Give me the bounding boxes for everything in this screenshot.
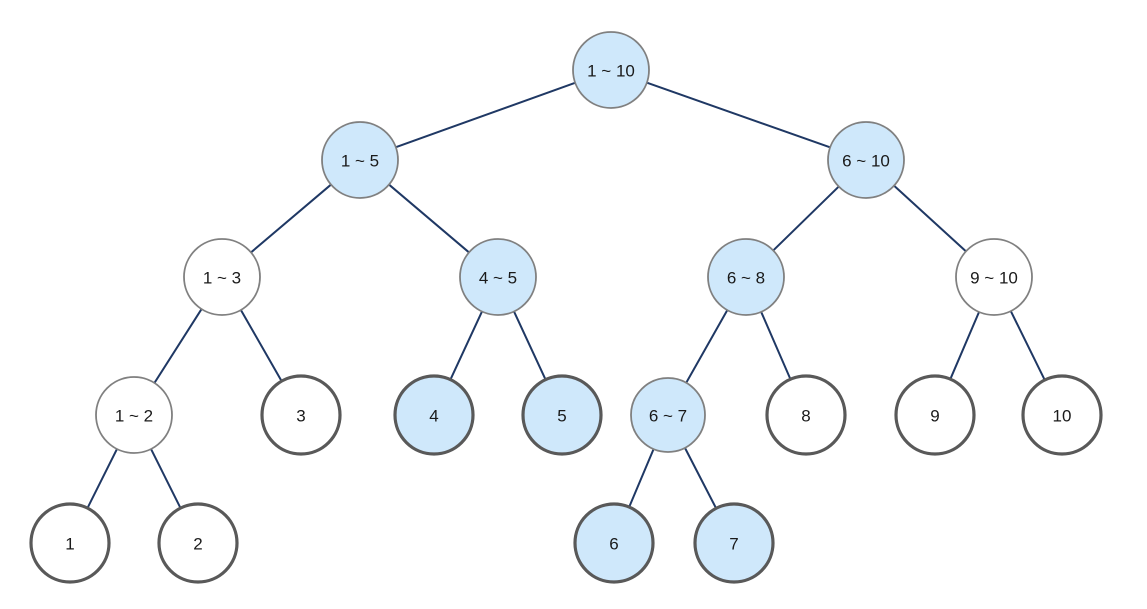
tree-node-n6[interactable]: 6 <box>573 502 655 584</box>
tree-edge <box>892 183 968 254</box>
node-circle[interactable] <box>894 374 976 456</box>
tree-edge <box>1009 309 1047 382</box>
tree-edge <box>644 81 833 149</box>
tree-node-n7[interactable]: 7 <box>693 502 775 584</box>
tree-edge <box>512 309 548 382</box>
nodes-layer: 1 ~ 10 1 ~ 5 6 ~ 10 1 ~ 3 4 ~ 5 6 ~ 8 9 ~ 10 1 … <box>29 31 1103 584</box>
tree-node-n4[interactable]: 4 <box>393 374 475 456</box>
tree-node-n1_10[interactable]: 1 ~ 10 <box>572 31 650 109</box>
tree-node-n3[interactable]: 3 <box>260 374 342 456</box>
tree-node-n4_5[interactable]: 4 ~ 5 <box>459 238 537 316</box>
node-circle[interactable] <box>521 374 603 456</box>
tree-edge <box>239 308 284 384</box>
tree-edge <box>948 310 981 382</box>
tree-edge <box>249 182 333 255</box>
tree-node-n6_8[interactable]: 6 ~ 8 <box>707 238 785 316</box>
node-circle[interactable] <box>95 376 173 454</box>
node-circle[interactable] <box>573 502 655 584</box>
tree-node-n5[interactable]: 5 <box>521 374 603 456</box>
tree-node-n1[interactable]: 1 <box>29 502 111 584</box>
node-circle[interactable] <box>260 374 342 456</box>
node-circle[interactable] <box>321 121 399 199</box>
tree-edge <box>683 445 718 511</box>
node-circle[interactable] <box>1021 374 1103 456</box>
node-circle[interactable] <box>29 502 111 584</box>
tree-edge <box>771 184 841 253</box>
tree-node-n2[interactable]: 2 <box>157 502 239 584</box>
node-circle[interactable] <box>572 31 650 109</box>
node-circle[interactable] <box>765 374 847 456</box>
node-circle[interactable] <box>183 238 261 316</box>
tree-node-n6_7[interactable]: 6 ~ 7 <box>630 377 706 453</box>
tree-node-n1_2[interactable]: 1 ~ 2 <box>95 376 173 454</box>
node-circle[interactable] <box>157 502 239 584</box>
tree-edge <box>684 308 729 385</box>
tree-node-n10[interactable]: 10 <box>1021 374 1103 456</box>
tree-edge <box>85 447 119 511</box>
tree-node-n6_10[interactable]: 6 ~ 10 <box>827 121 905 199</box>
tree-node-n9[interactable]: 9 <box>894 374 976 456</box>
tree-edge <box>627 447 656 509</box>
tree-edge <box>149 447 183 511</box>
node-circle[interactable] <box>630 377 706 453</box>
tree-node-n1_3[interactable]: 1 ~ 3 <box>183 238 261 316</box>
tree-node-n8[interactable]: 8 <box>765 374 847 456</box>
edges-layer <box>85 81 1047 511</box>
node-circle[interactable] <box>955 238 1033 316</box>
tree-node-n1_5[interactable]: 1 ~ 5 <box>321 121 399 199</box>
tree-edge <box>387 182 471 255</box>
tree-node-n9_10[interactable]: 9 ~ 10 <box>955 238 1033 316</box>
tree-edge <box>393 81 578 149</box>
node-circle[interactable] <box>693 502 775 584</box>
tree-edge <box>759 309 792 382</box>
tree-edge <box>152 307 204 385</box>
node-circle[interactable] <box>459 238 537 316</box>
tree-edge <box>448 309 484 382</box>
node-circle[interactable] <box>827 121 905 199</box>
node-circle[interactable] <box>707 238 785 316</box>
node-circle[interactable] <box>393 374 475 456</box>
